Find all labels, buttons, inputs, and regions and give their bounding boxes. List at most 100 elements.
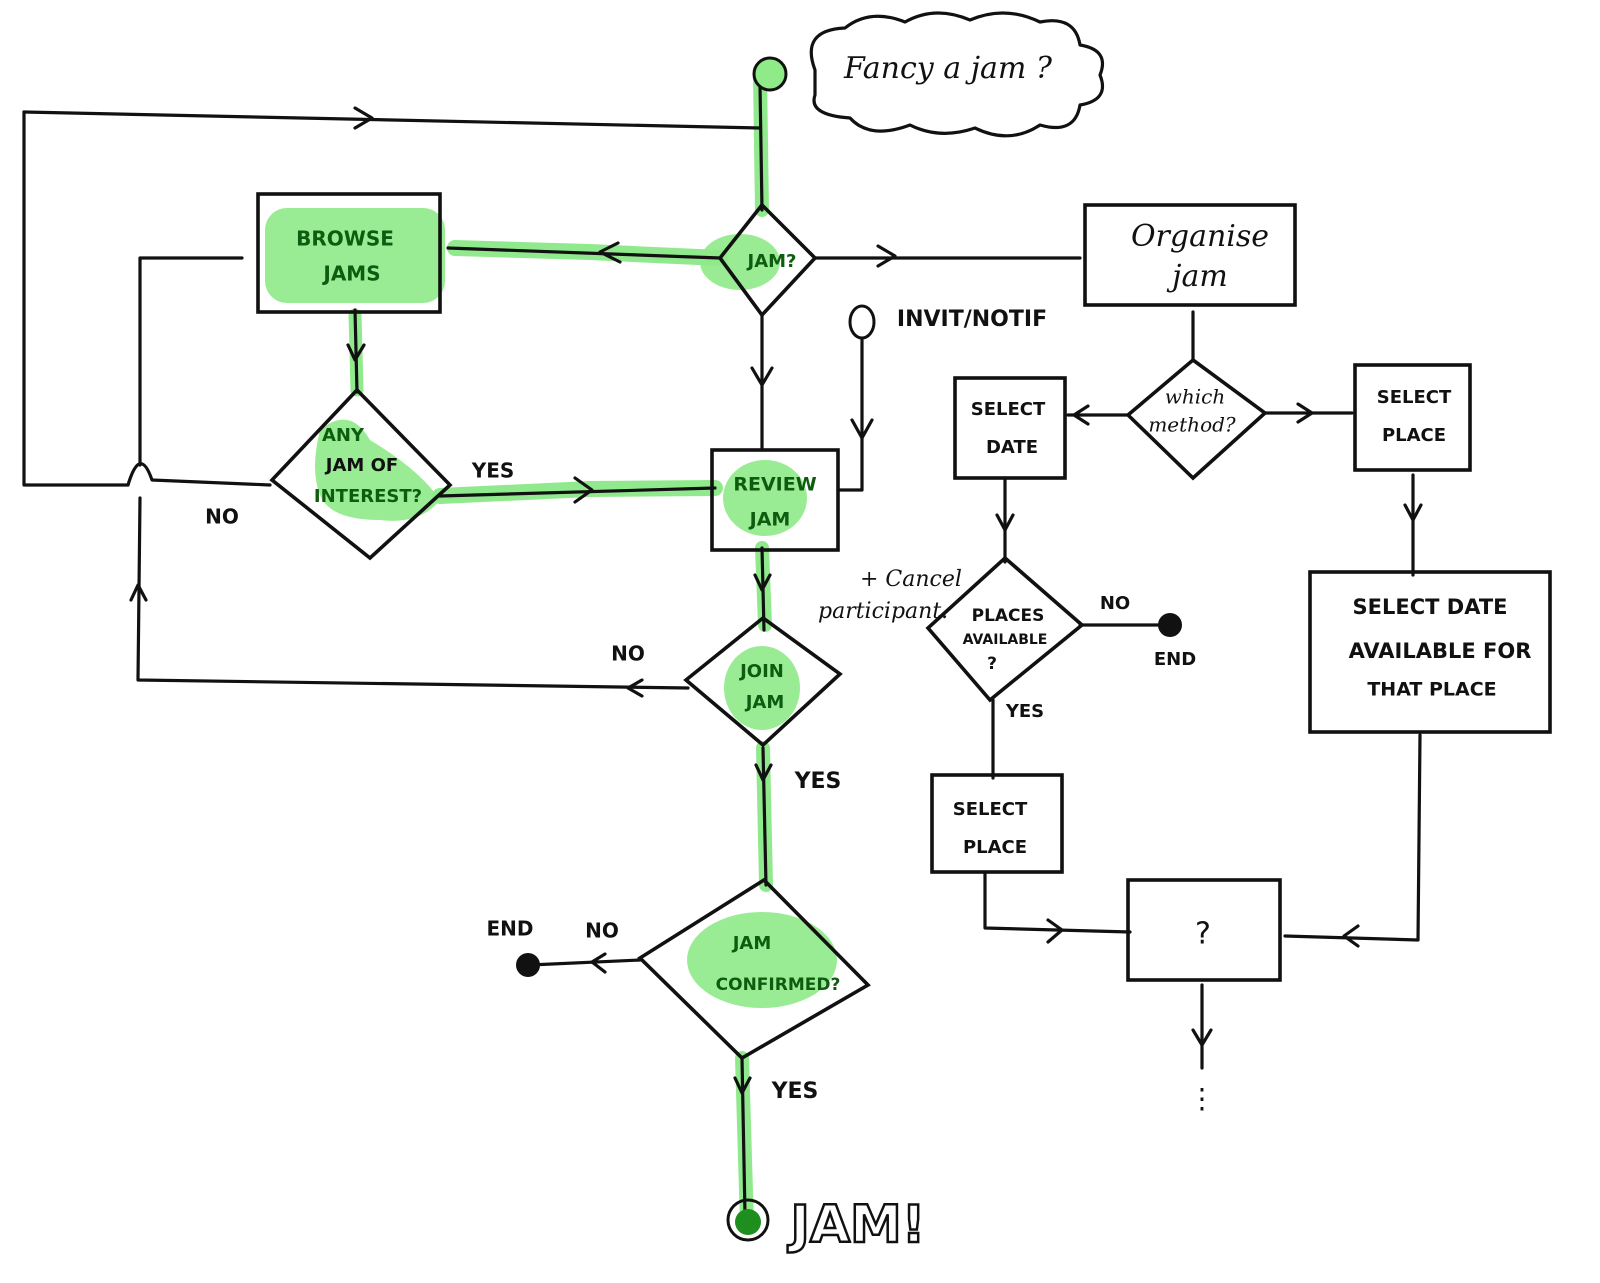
arrow-invite-review <box>850 418 874 440</box>
edge-confirmed-end <box>528 958 642 967</box>
decision-join-jam <box>683 615 843 748</box>
edge-confirmed-jam <box>740 1056 747 1217</box>
process-unknown-step <box>1126 878 1282 982</box>
highlight-confirmed-fill <box>687 912 837 1008</box>
edge-start-jam <box>758 83 764 212</box>
start-bubble-text: Fancy a jam ? <box>843 51 1053 86</box>
edge-left-loop <box>22 110 130 487</box>
final-node-ring <box>726 1198 770 1242</box>
edge-no-interest-hop <box>126 462 272 487</box>
places-line1: PLACES <box>972 606 1045 626</box>
select-date-line2: DATE <box>986 437 1038 458</box>
edge-browse-interest <box>353 308 359 394</box>
interest-line1: ANY <box>322 425 365 446</box>
end-confirmed-label: END <box>486 917 533 941</box>
edge-datefor-unknown <box>1283 733 1422 942</box>
join-jam-line2: JAM <box>744 692 785 713</box>
places-line2: AVAILABLE <box>963 632 1048 648</box>
browse-jams-line2: JAMS <box>321 262 380 286</box>
arrow-jam-review <box>750 366 774 387</box>
organise-jam-line2: jam <box>1166 259 1228 294</box>
join-jam-line1: JOIN <box>738 661 784 682</box>
arrow-unknown-down <box>1191 1028 1213 1047</box>
select-place-right-line2: PLACE <box>1382 425 1446 446</box>
arrow-inner-loop-up <box>129 583 148 602</box>
arrow-browse-interest <box>346 343 366 362</box>
select-place-lower-line2: PLACE <box>963 837 1027 858</box>
decision-jam-confirmed <box>637 877 871 1061</box>
process-organise-jam <box>1083 203 1297 307</box>
confirmed-line2: CONFIRMED? <box>716 975 841 995</box>
highlight-interest-fill <box>315 419 440 521</box>
highlight-review-fill <box>723 460 807 536</box>
confirmed-yes-label: YES <box>771 1079 819 1104</box>
process-select-place-right <box>1353 363 1472 472</box>
arrow-date-places <box>995 513 1015 532</box>
end-node-confirmed <box>516 953 540 977</box>
edge-jam-browse <box>446 246 722 260</box>
invite-start-label: INVIT/NOTIF <box>897 307 1047 332</box>
interest-line3: INTEREST? <box>314 486 422 507</box>
arrow-interest-review <box>573 476 594 504</box>
date-for-place-line3: THAT PLACE <box>1367 679 1496 701</box>
process-select-date <box>953 376 1067 480</box>
select-place-right-line1: SELECT <box>1377 387 1452 408</box>
process-browse-jams <box>256 192 442 314</box>
organise-jam-line1: Organise <box>1131 219 1269 254</box>
confirmed-line1: JAM <box>731 933 772 954</box>
select-place-lower-line1: SELECT <box>953 799 1028 820</box>
select-date-line1: SELECT <box>971 399 1046 420</box>
arrow-jam-organise <box>876 244 897 268</box>
arrow-jam-browse <box>598 241 622 264</box>
review-jam-line1: REVIEW <box>733 474 816 496</box>
decision-places-available <box>925 555 1085 703</box>
date-for-place-line2: AVAILABLE FOR <box>1349 639 1532 663</box>
process-select-place-lower <box>930 773 1064 874</box>
browse-jams-line1: BROWSE <box>296 227 394 251</box>
final-jam-label: JAM! <box>787 1195 925 1255</box>
arrow-review-join <box>753 573 772 592</box>
arrow-lowerplace-unknown <box>1046 918 1064 944</box>
decision-which-method <box>1125 357 1268 481</box>
join-yes-label: YES <box>794 769 842 794</box>
places-yes-label: YES <box>1005 701 1044 722</box>
start-node <box>752 56 788 92</box>
end-node-places <box>1158 613 1182 637</box>
edge-top-loop <box>22 110 762 130</box>
join-no-label: NO <box>611 642 645 666</box>
continuation-dots: ⋮ <box>1188 1082 1216 1115</box>
which-method-line1: which <box>1165 385 1225 409</box>
review-jam-line2: JAM <box>748 509 791 531</box>
which-method-line2: method? <box>1148 413 1236 437</box>
edge-lowerplace-unknown <box>983 870 1132 934</box>
interest-yes-label: YES <box>471 459 515 483</box>
arrow-place-datefor <box>1403 503 1423 522</box>
process-review-jam <box>710 448 840 552</box>
places-no-label: NO <box>1100 593 1130 614</box>
date-for-place-line1: SELECT DATE <box>1353 595 1508 619</box>
arrow-join-no <box>626 678 644 698</box>
highlight-browse-fill <box>265 208 445 303</box>
places-line3: ? <box>987 654 997 674</box>
decision-any-jam-of-interest <box>269 387 453 561</box>
process-select-date-for-place <box>1308 570 1552 734</box>
end-places-label: END <box>1154 649 1196 670</box>
interest-line2: JAM OF <box>324 455 398 476</box>
edge-inner-loop <box>136 256 690 690</box>
confirmed-no-label: NO <box>585 919 619 943</box>
edge-interest-review <box>438 486 717 498</box>
arrow-confirmed-jam <box>733 1076 752 1095</box>
thought-bubble <box>809 11 1105 138</box>
cancel-note-line1: + Cancel <box>860 567 962 592</box>
invite-start-node <box>848 304 876 340</box>
final-node <box>735 1209 761 1235</box>
arrow-top-loop <box>353 106 374 130</box>
edge-join-confirmed <box>761 746 768 887</box>
connectors <box>22 83 1423 1217</box>
cancel-note-line2: participant. <box>818 599 948 624</box>
edge-invite-review <box>836 338 864 492</box>
highlight-join-fill <box>724 646 800 730</box>
arrow-confirmed-end <box>590 952 607 974</box>
arrow-join-confirmed <box>754 763 773 782</box>
